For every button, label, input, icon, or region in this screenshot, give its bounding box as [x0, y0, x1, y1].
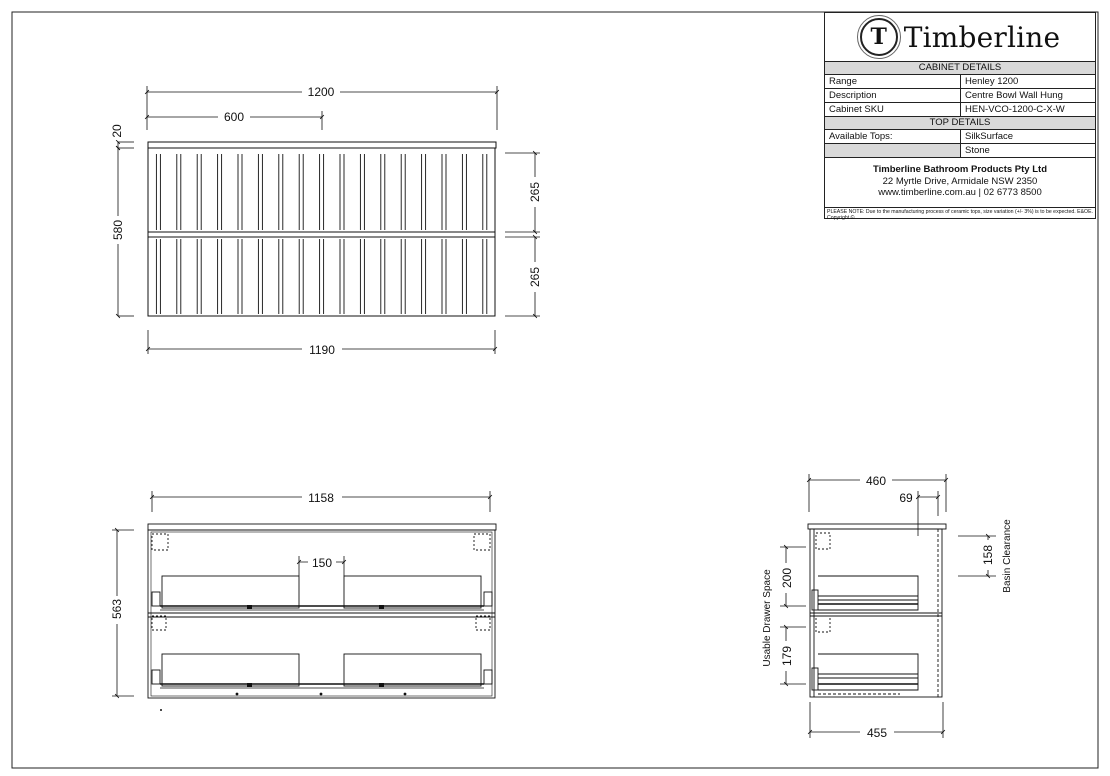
- brand-name: Timberline: [903, 20, 1061, 54]
- top-option: Stone: [965, 145, 990, 156]
- internal-dimensions: [112, 491, 493, 699]
- company-name: Timberline Bathroom Products Pty Ltd: [872, 164, 1047, 175]
- internal-fixings: [160, 605, 407, 711]
- description-row: Description Centre Bowl Wall Hung: [825, 89, 1095, 103]
- sku-value: HEN-VCO-1200-C-X-W: [965, 104, 1065, 115]
- dim-internal-width: 1158: [308, 491, 334, 505]
- tops-row-2: Stone: [825, 144, 1095, 158]
- sku-row: Cabinet SKU HEN-VCO-1200-C-X-W: [825, 103, 1095, 117]
- dim-drawer-top: 265: [528, 182, 542, 202]
- company-block: Timberline Bathroom Products Pty Ltd 22 …: [825, 158, 1095, 208]
- dim-top-thickness: 20: [110, 124, 124, 138]
- company-address: 22 Myrtle Drive, Armidale NSW 2350: [882, 175, 1038, 187]
- tops-blank-cell: [825, 144, 961, 157]
- range-row: Range Henley 1200: [825, 75, 1095, 89]
- dim-basin-clearance: 158: [981, 545, 995, 565]
- range-label: Range: [825, 75, 961, 88]
- title-block: T Timberline CABINET DETAILS Range Henle…: [824, 12, 1096, 221]
- monogram-icon: T: [856, 15, 901, 59]
- top-option: SilkSurface: [965, 131, 1014, 142]
- top-details-header: TOP DETAILS: [825, 117, 1095, 130]
- sku-label: Cabinet SKU: [825, 103, 961, 116]
- dim-internal-height: 563: [110, 599, 124, 619]
- dim-offset: 69: [899, 491, 913, 505]
- side-view: [807, 523, 947, 698]
- dim-cutout: 150: [312, 556, 332, 570]
- dim-depth: 460: [866, 474, 886, 488]
- tops-row: Available Tops: SilkSurface: [825, 130, 1095, 144]
- brand-logo: T Timberline: [825, 13, 1095, 62]
- description-value: Centre Bowl Wall Hung: [965, 90, 1063, 101]
- description-label: Description: [825, 89, 961, 102]
- front-view: [147, 141, 497, 317]
- basin-clearance-label: Basin Clearance: [1002, 519, 1013, 593]
- dim-drawer-space-top: 200: [780, 568, 794, 588]
- cabinet-details-header: CABINET DETAILS: [825, 62, 1095, 75]
- dim-height: 580: [111, 220, 125, 240]
- front-dimensions: [115, 86, 540, 354]
- company-contact: www.timberline.com.au | 02 6773 8500: [878, 187, 1042, 198]
- internal-view: [147, 523, 497, 699]
- sheet-border: [11, 11, 1099, 769]
- dim-body-width: 1190: [309, 343, 335, 357]
- disclaimer-note: PLEASE NOTE: Due to the manufacturing pr…: [827, 209, 1093, 221]
- drawer-space-label: Usable Drawer Space: [762, 569, 773, 667]
- dim-drawer-bottom: 265: [528, 267, 542, 287]
- dim-bottom-depth: 455: [867, 726, 887, 740]
- tops-label: Available Tops:: [825, 130, 961, 143]
- dim-drawer-space-bottom: 179: [780, 646, 794, 666]
- dim-half-width: 600: [224, 110, 244, 124]
- dim-overall-width: 1200: [308, 85, 335, 99]
- range-value: Henley 1200: [965, 76, 1019, 87]
